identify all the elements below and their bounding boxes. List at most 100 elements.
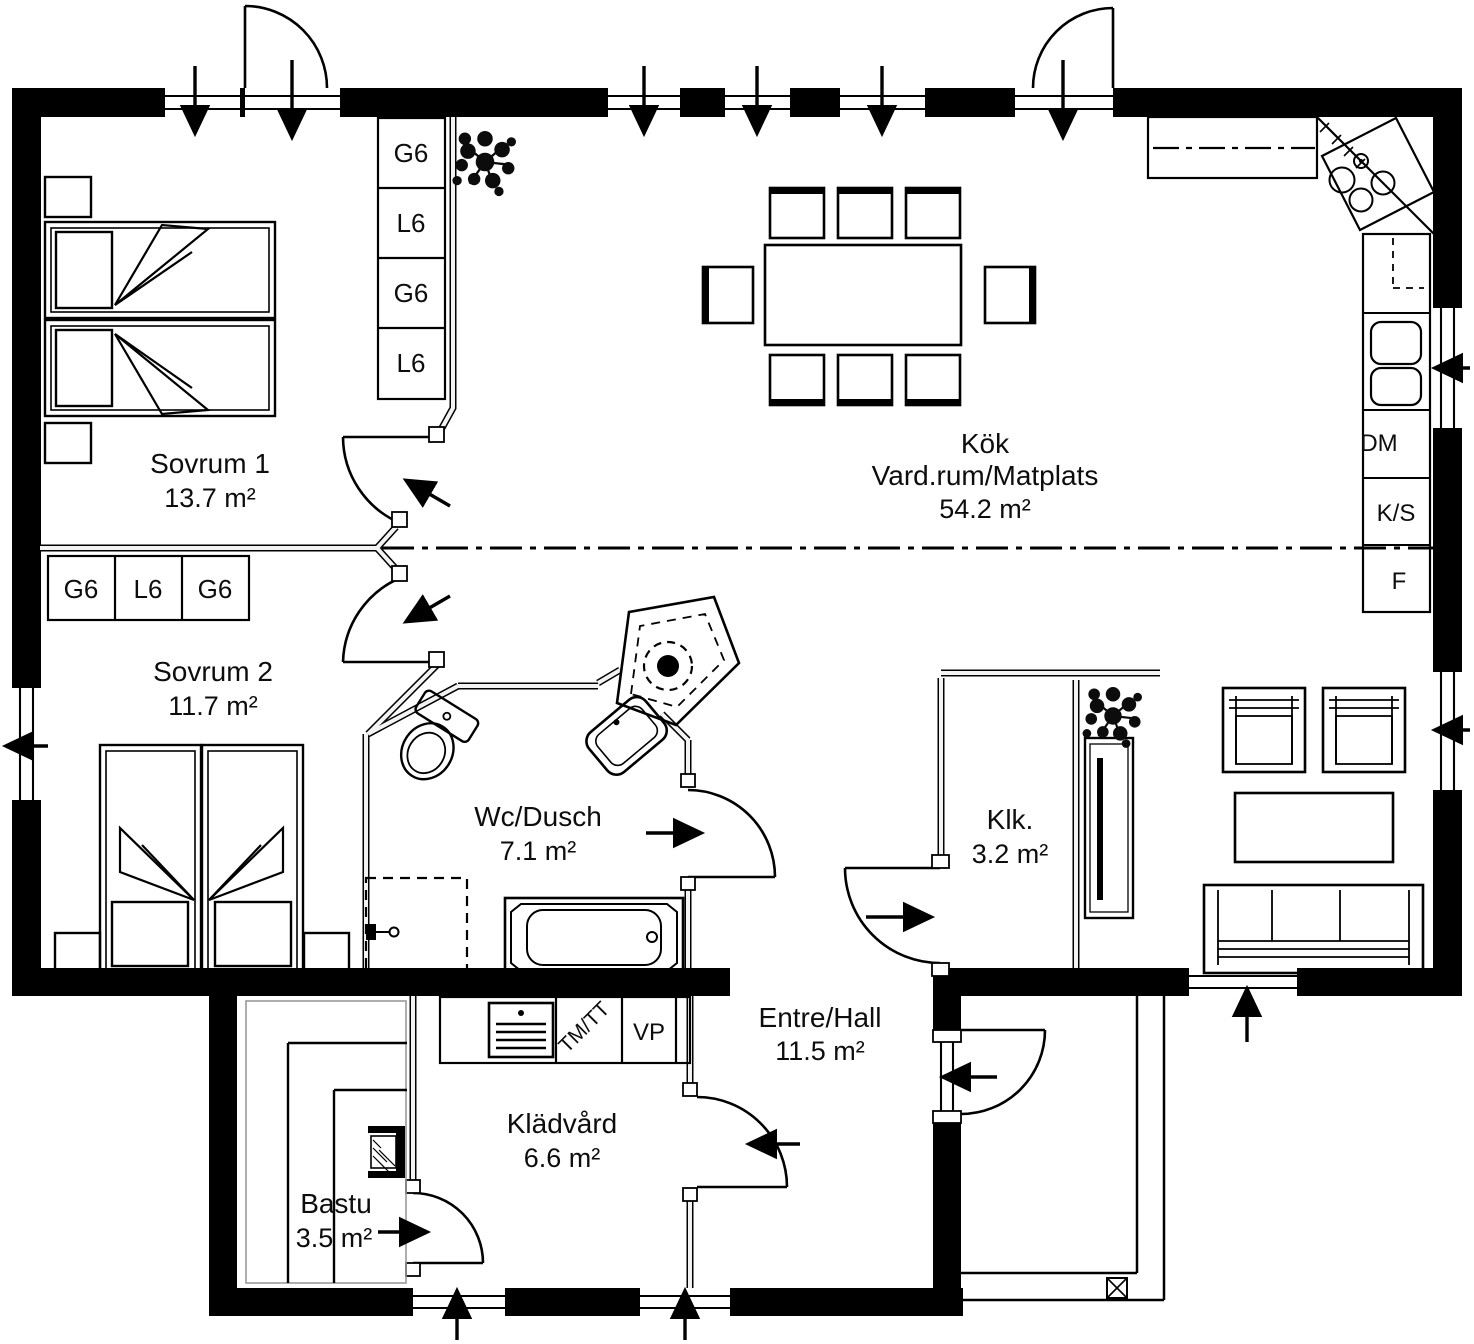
wc-dusch bbox=[364, 595, 741, 979]
door-bastu bbox=[405, 1179, 485, 1277]
door-wc-dusch bbox=[680, 773, 777, 891]
bed-icon bbox=[43, 220, 277, 320]
armchair-icon bbox=[1221, 686, 1307, 774]
bed-icon bbox=[43, 318, 277, 418]
plant-icon bbox=[451, 129, 518, 198]
room-label-kok-line2: Vard.rum/Matplats bbox=[872, 460, 1099, 491]
sovrum1-furniture: G6 L6 G6 L6 bbox=[43, 116, 447, 465]
chair-icon bbox=[768, 186, 826, 240]
door-jamb bbox=[932, 1110, 962, 1124]
tall-cabinet-icon bbox=[1083, 736, 1135, 920]
area-label-bastu: 3.5 m² bbox=[296, 1223, 373, 1253]
area-label-kladvard: 6.6 m² bbox=[524, 1143, 601, 1173]
arrow-icon bbox=[402, 594, 451, 624]
area-label-kok: 54.2 m² bbox=[939, 494, 1031, 524]
counter-hatch bbox=[1319, 122, 1366, 169]
wardrobe-cell-label: G6 bbox=[394, 278, 429, 308]
direction-arrows bbox=[1, 60, 1470, 1340]
room-label-sovrum2: Sovrum 2 bbox=[153, 656, 273, 687]
window bbox=[165, 88, 240, 117]
burner-icon bbox=[1370, 170, 1396, 196]
bed-icon bbox=[98, 743, 203, 979]
door-sovrum1 bbox=[341, 426, 445, 528]
vent-dash bbox=[1392, 238, 1424, 289]
shower-icon bbox=[615, 595, 741, 727]
armchair-icon bbox=[1321, 686, 1407, 774]
coffee-table-icon bbox=[1233, 791, 1395, 864]
stove-icon bbox=[1320, 116, 1436, 232]
burner-icon bbox=[1348, 187, 1374, 213]
chair-icon bbox=[768, 353, 826, 407]
door-klk bbox=[843, 854, 950, 977]
entrance-porch bbox=[961, 996, 1166, 1302]
window bbox=[413, 1288, 505, 1316]
chair-icon bbox=[701, 265, 755, 325]
burner-icon bbox=[1353, 153, 1369, 169]
wardrobe-cell-label: L6 bbox=[397, 208, 426, 238]
dining-table-icon bbox=[763, 243, 963, 347]
area-label-wc-dusch: 7.1 m² bbox=[500, 836, 577, 866]
washing-machine-icon bbox=[487, 1001, 555, 1059]
area-label-sovrum2: 11.7 m² bbox=[168, 691, 258, 721]
kitchen: DM K/S F bbox=[1146, 115, 1436, 614]
wardrobe-cell-label: G6 bbox=[394, 138, 429, 168]
chair-icon bbox=[836, 186, 894, 240]
floor-drain-icon bbox=[366, 924, 400, 940]
fridge-label: K/S bbox=[1377, 500, 1416, 527]
room-label-sovrum1: Sovrum 1 bbox=[150, 448, 270, 479]
bathtub-icon bbox=[503, 896, 685, 979]
klk-closet bbox=[1083, 736, 1135, 920]
pillow bbox=[54, 328, 114, 408]
door-sovrum2 bbox=[341, 565, 445, 668]
pillow bbox=[54, 230, 114, 310]
wardrobe-cell-label: L6 bbox=[397, 348, 426, 378]
door-leaf-arc bbox=[1031, 6, 1115, 89]
dishwasher-label: DM bbox=[1360, 430, 1397, 457]
freezer-label: F bbox=[1392, 568, 1407, 595]
room-label-kok-line1: Kök bbox=[961, 428, 1010, 459]
interior-doors bbox=[341, 426, 950, 1277]
sink-icon bbox=[1369, 320, 1423, 407]
nightstand-icon bbox=[43, 175, 93, 219]
chair-icon bbox=[836, 353, 894, 407]
kitchen-tall-units bbox=[1361, 232, 1432, 614]
wardrobe-cell-label: G6 bbox=[64, 574, 99, 604]
pillow bbox=[213, 900, 293, 968]
kitchen-counter bbox=[1146, 115, 1319, 180]
pillow bbox=[110, 900, 190, 968]
sauna-heater-icon bbox=[368, 1126, 405, 1178]
area-label-entre-hall: 11.5 m² bbox=[775, 1036, 865, 1066]
washer-dryer-label: TM/TT bbox=[554, 997, 614, 1057]
chair-icon bbox=[904, 186, 962, 240]
window bbox=[12, 688, 41, 800]
door-jamb bbox=[932, 1029, 962, 1043]
wardrobe-unit: G6 L6 G6 L6 bbox=[376, 116, 447, 401]
door-kladvard bbox=[682, 1082, 789, 1202]
sauna bbox=[245, 1000, 407, 1284]
wardrobe-unit: G6 L6 G6 bbox=[46, 554, 251, 622]
door-leaf-arc bbox=[960, 1028, 1047, 1116]
washbasin-icon bbox=[585, 695, 669, 776]
chair-icon bbox=[983, 265, 1037, 325]
room-label-wc-dusch: Wc/Dusch bbox=[474, 801, 602, 832]
chair-icon bbox=[904, 353, 962, 407]
door-leaf-arc bbox=[243, 4, 329, 89]
heat-pump-label: VP bbox=[633, 1019, 665, 1046]
room-labels: Sovrum 1 13.7 m² Sovrum 2 11.7 m² Kök Va… bbox=[150, 428, 1098, 1253]
living-room bbox=[1202, 686, 1425, 975]
nightstand-icon bbox=[43, 421, 93, 465]
dining-set bbox=[701, 186, 1037, 407]
wardrobe-cell-label: G6 bbox=[198, 574, 233, 604]
sovrum2-furniture: G6 L6 G6 bbox=[46, 554, 351, 980]
room-label-entre-hall: Entre/Hall bbox=[759, 1002, 882, 1033]
area-label-klk: 3.2 m² bbox=[972, 839, 1049, 869]
sauna-lining bbox=[245, 1000, 407, 1284]
room-label-bastu: Bastu bbox=[300, 1188, 372, 1219]
burner-icon bbox=[1328, 166, 1356, 194]
laundry-room: TM/TT VP bbox=[438, 995, 692, 1065]
sauna-bench-icon bbox=[286, 1041, 407, 1283]
room-label-klk: Klk. bbox=[987, 804, 1034, 835]
area-label-sovrum1: 13.7 m² bbox=[164, 483, 256, 513]
bed-icon bbox=[200, 743, 305, 979]
